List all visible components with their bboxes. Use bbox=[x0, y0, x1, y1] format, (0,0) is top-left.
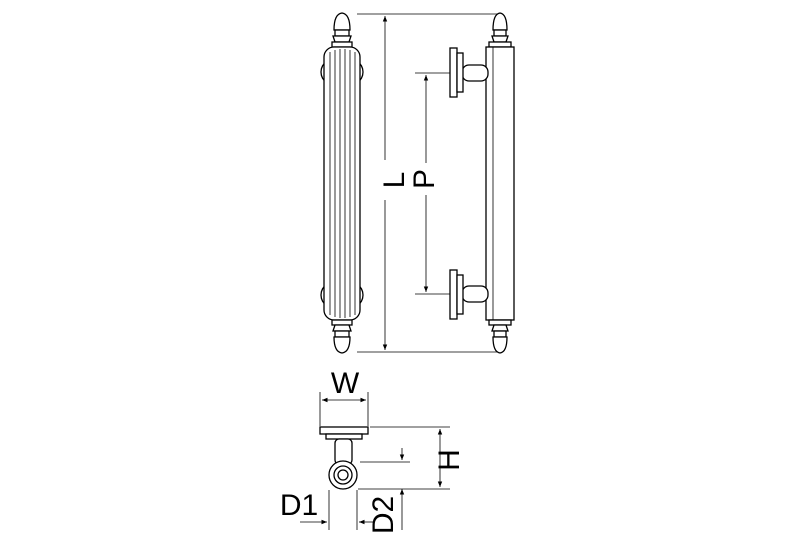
standoff-post bbox=[334, 438, 353, 465]
width-label: W bbox=[331, 367, 360, 400]
end-view-handle bbox=[319, 426, 369, 490]
diameter2-label: D2 bbox=[367, 496, 400, 534]
top-finial bbox=[331, 12, 353, 48]
dimension-diameter1: D1 bbox=[280, 489, 375, 530]
side-bottom-standoff bbox=[449, 269, 489, 320]
fluted-grip bbox=[323, 46, 361, 321]
side-bottom-finial bbox=[488, 319, 512, 354]
dimension-pitch: P bbox=[408, 72, 450, 295]
length-label: L bbox=[378, 172, 411, 189]
dimension-height: H bbox=[358, 426, 466, 490]
dimension-diameter2: D2 bbox=[360, 448, 410, 534]
side-top-finial bbox=[488, 12, 512, 48]
pitch-label: P bbox=[408, 169, 441, 189]
side-top-standoff bbox=[449, 47, 489, 98]
diameter1-label: D1 bbox=[280, 489, 318, 522]
base-plate bbox=[319, 426, 369, 435]
grip-cross-section bbox=[328, 460, 358, 490]
side-grip-bar bbox=[485, 46, 515, 321]
height-label: H bbox=[433, 449, 466, 471]
dimension-length: L bbox=[357, 13, 500, 353]
side-view-handle bbox=[449, 12, 515, 354]
dimension-width: W bbox=[319, 367, 369, 426]
bottom-finial bbox=[331, 319, 353, 354]
front-view-handle bbox=[320, 12, 364, 354]
